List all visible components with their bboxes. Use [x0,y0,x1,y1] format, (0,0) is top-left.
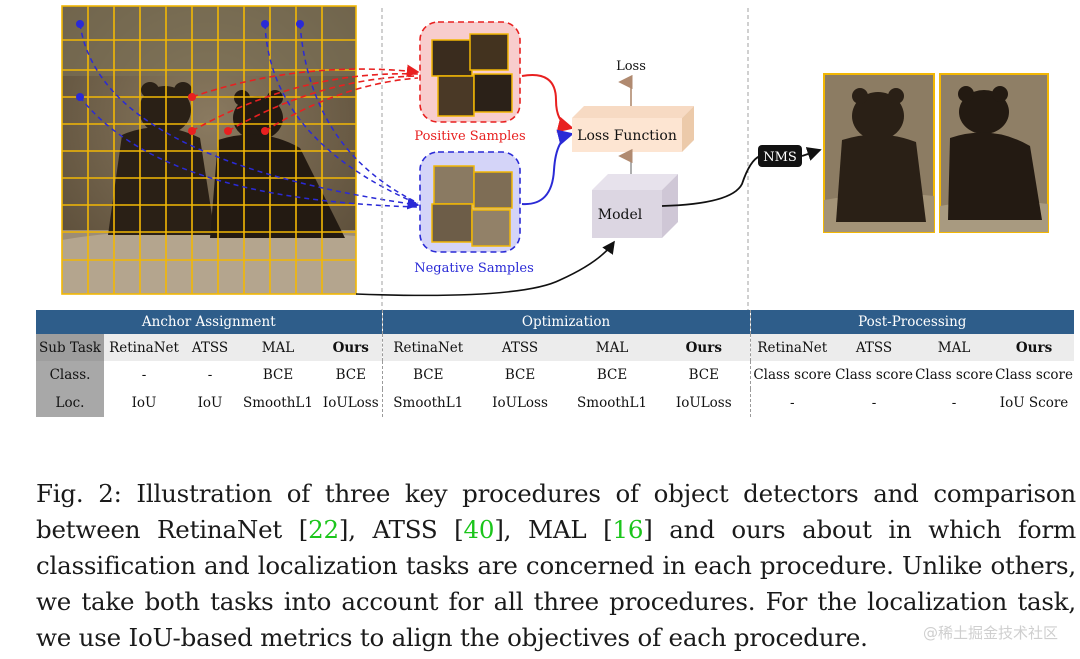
table-cell: SmoothL1 [236,389,320,417]
group-anchor-assignment: Anchor Assignment [36,310,383,334]
table-cell: - [749,389,835,417]
loss-label: Loss [616,59,646,74]
model-to-nms-arrow [661,155,761,207]
caption-text: Fig. 2: Illustration of three key proced… [36,479,1076,544]
table-method-header: Sub Task RetinaNet ATSS MAL Ours RetinaN… [36,334,1075,361]
method-header: ATSS [834,334,915,361]
output-detection-left [823,73,935,233]
table-cell: - [914,389,995,417]
table-cell: BCE [474,361,567,389]
anchor-grid [61,5,357,295]
negative-assignment-arrows [79,23,420,210]
table-row: Loc. IoU IoU SmoothL1 IoULoss SmoothL1 I… [36,389,1075,417]
table-cell: IoU Score [994,389,1075,417]
nms-box: NMS [758,145,802,167]
group-optimization: Optimization [381,310,751,334]
figure-diagram: Positive Samples Negative Samples Loss F… [61,5,1049,310]
table-cell: Class score [749,361,835,389]
method-header: RetinaNet [749,334,835,361]
method-header: MAL [566,334,659,361]
method-header: Ours [320,334,383,361]
method-header: MAL [236,334,320,361]
sub-task-label: Sub Task [36,334,104,361]
loss-function-box: Loss Function [572,106,694,152]
figure-caption: Fig. 2: Illustration of three key proced… [36,476,1076,656]
negative-samples-label: Negative Samples [414,261,534,276]
model-label: Model [598,207,643,223]
output-detection-right [939,73,1049,233]
table-cell: - [834,389,915,417]
table-cell: BCE [566,361,659,389]
negative-to-loss-arrow [521,129,574,206]
table-cell: Class score [914,361,995,389]
input-image [61,5,420,295]
table-cell: IoULoss [474,389,567,417]
table-cell: - [104,361,184,389]
bear-silhouette-left [108,82,215,235]
method-header: MAL [914,334,995,361]
method-header: Ours [994,334,1075,361]
comparison-table: Anchor Assignment Optimization Post-Proc… [36,310,1075,417]
negative-samples-box: Negative Samples [414,151,534,276]
row-label: Class. [36,361,104,389]
nms-label: NMS [763,150,797,165]
positive-samples-label: Positive Samples [414,129,525,144]
citation-link[interactable]: 40 [463,515,495,544]
method-header: RetinaNet [381,334,475,361]
table-cell: BCE [320,361,383,389]
table-cell: BCE [381,361,475,389]
positive-assignment-arrows [191,64,420,132]
positive-to-loss-arrow [521,74,574,133]
row-label: Loc. [36,389,104,417]
table-cell: SmoothL1 [566,389,659,417]
table-cell: BCE [236,361,320,389]
image-to-model-arrow [355,240,615,297]
citation-link[interactable]: 22 [308,515,339,544]
loss-function-label: Loss Function [577,128,677,144]
table-group-header: Anchor Assignment Optimization Post-Proc… [36,310,1075,334]
table-cell: SmoothL1 [381,389,475,417]
citation-link[interactable]: 16 [612,515,644,544]
method-header: ATSS [474,334,567,361]
watermark: @稀土掘金技术社区 [922,624,1058,642]
table-cell: BCE [658,361,751,389]
caption-text: ], MAL [ [494,515,613,544]
method-header: ATSS [184,334,236,361]
table-cell: IoU [104,389,184,417]
table-cell: - [184,361,236,389]
table-cell: IoULoss [658,389,751,417]
positive-samples-box: Positive Samples [414,21,526,144]
table-cell: IoU [184,389,236,417]
method-header: RetinaNet [104,334,184,361]
caption-text: ], ATSS [ [338,515,464,544]
table-row: Class. - - BCE BCE BCE BCE BCE BCE Class… [36,361,1075,389]
table-cell: Class score [994,361,1075,389]
table-cell: Class score [834,361,915,389]
method-header: Ours [658,334,751,361]
group-post-processing: Post-Processing [749,310,1075,334]
table-cell: IoULoss [320,389,383,417]
nms-output-arrow [801,147,822,161]
caption-text: ] and ours about in which form classific… [36,515,1077,652]
